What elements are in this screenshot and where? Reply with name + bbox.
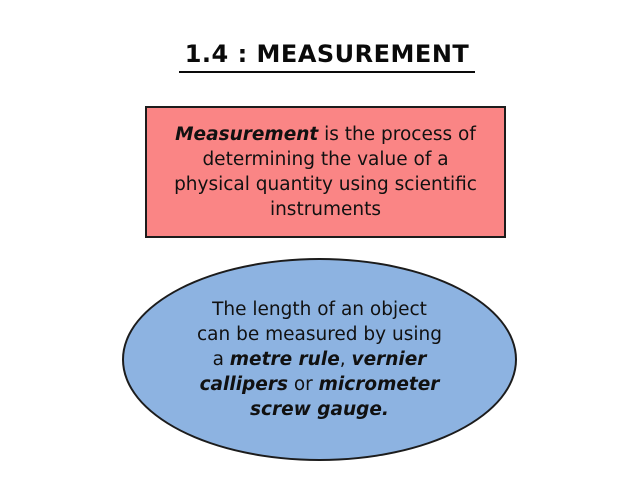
ellipse-line: can be measured by using [197,324,442,345]
definition-line: determining the value of a [202,149,449,170]
slide-title-row: 1.4 : MEASUREMENT [0,40,638,73]
slide-title: 1.4 : MEASUREMENT [178,40,476,73]
length-ellipse: The length of an object can be measured … [122,258,517,461]
definition-box: Measurement is the process of determinin… [145,106,506,238]
definition-line: physical quantity using scientific [174,174,477,195]
ellipse-line: screw gauge. [250,399,389,420]
definition-line: instruments [269,199,382,220]
ellipse-line: The length of an object [212,299,427,320]
definition-line: Measurement is the process of [175,124,476,145]
ellipse-line: a metre rule, vernier [212,349,427,370]
ellipse-line: callipers or micrometer [199,374,440,395]
